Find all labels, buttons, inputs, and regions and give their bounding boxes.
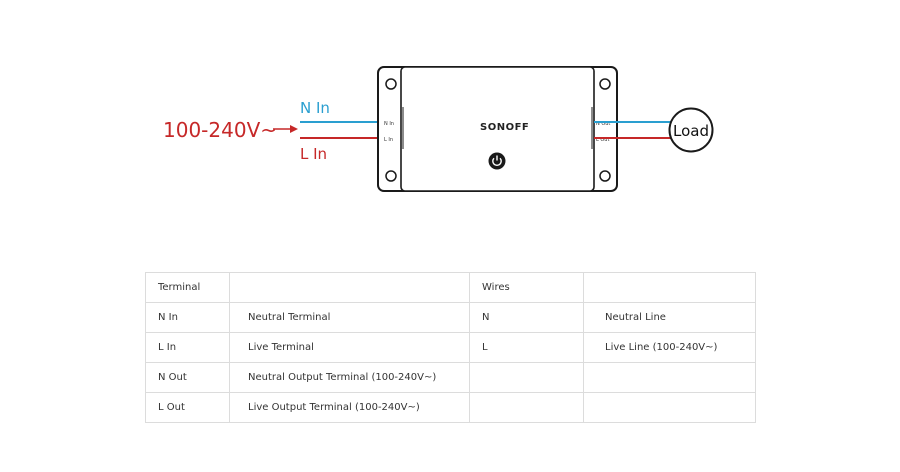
input-voltage-label: 100-240V~ [163, 118, 277, 142]
mount-hole-icon [385, 78, 397, 90]
terminal-table: Terminal Wires N In Neutral Terminal N N… [145, 272, 756, 423]
terminal-n-in-label: N In [384, 121, 394, 127]
l-in-wire-label: L In [300, 145, 327, 163]
table-cell: Live Terminal [229, 332, 470, 363]
table-cell [469, 392, 584, 423]
terminal-l-in-label: L In [384, 137, 393, 143]
table-cell: Neutral Line [583, 302, 756, 333]
table-cell: N In [145, 302, 230, 333]
table-cell: L Out [145, 392, 230, 423]
table-header-cell: Wires [469, 272, 584, 303]
sonoff-device: N In L In N Out L Out SONOFF [377, 66, 618, 192]
table-header-row: Terminal Wires [145, 272, 756, 303]
mount-hole-icon [385, 170, 397, 182]
wiring-diagram: 100-240V~ N In L In N In L In N Out L Ou… [163, 66, 714, 192]
n-in-wire-label: N In [300, 99, 330, 117]
table-cell: N Out [145, 362, 230, 393]
table-header-cell: Terminal [145, 272, 230, 303]
table-cell: Neutral Terminal [229, 302, 470, 333]
table-cell: Neutral Output Terminal (100-240V~) [229, 362, 470, 393]
input-arrow-icon [273, 125, 298, 133]
table-row: L Out Live Output Terminal (100-240V~) [145, 392, 756, 423]
mount-hole-icon [599, 78, 611, 90]
table-row: N In Neutral Terminal N Neutral Line [145, 302, 756, 333]
load-symbol: Load [668, 107, 714, 153]
table-cell [469, 362, 584, 393]
table-cell: N [469, 302, 584, 333]
table-header-cell [229, 272, 470, 303]
table-cell: L [469, 332, 584, 363]
table-cell: Live Line (100-240V~) [583, 332, 756, 363]
table-cell [583, 362, 756, 393]
table-cell [583, 392, 756, 423]
table-row: N Out Neutral Output Terminal (100-240V~… [145, 362, 756, 393]
terminal-l-out-label: L Out [596, 137, 609, 143]
table-header-cell [583, 272, 756, 303]
table-cell: L In [145, 332, 230, 363]
terminal-n-out-label: N Out [596, 121, 610, 127]
device-brand-logo: SONOFF [480, 122, 529, 133]
power-button-icon [488, 152, 506, 170]
table-row: L In Live Terminal L Live Line (100-240V… [145, 332, 756, 363]
table-cell: Live Output Terminal (100-240V~) [229, 392, 470, 423]
mount-hole-icon [599, 170, 611, 182]
load-label: Load [673, 122, 709, 140]
